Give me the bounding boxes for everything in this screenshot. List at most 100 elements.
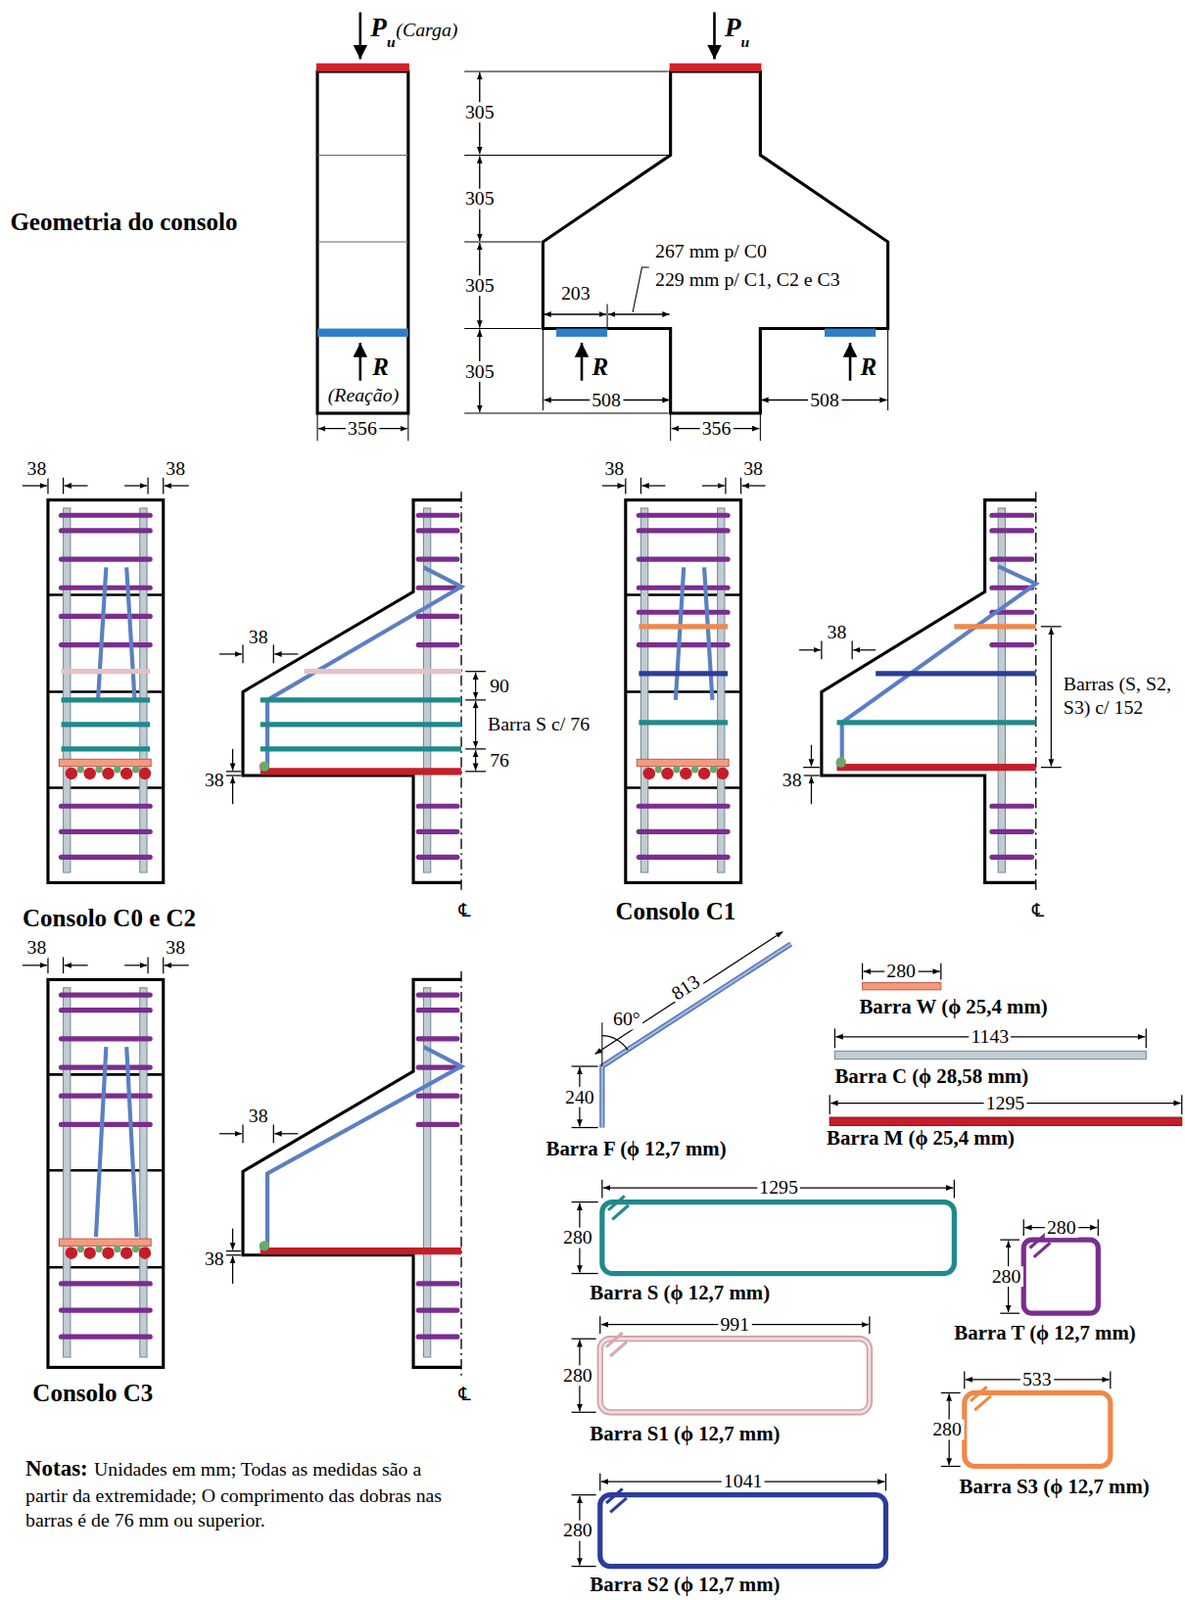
corbel-side-view-part <box>317 71 409 414</box>
cross-section-c1-part <box>675 567 713 700</box>
cross-section-c3-part-part <box>139 1246 152 1260</box>
load-symbol: P <box>724 13 742 44</box>
subscript: u <box>386 33 396 50</box>
cross-section-c1-part <box>640 508 648 873</box>
dimension-label: 203 <box>559 284 593 305</box>
cross-section-c0-part <box>61 700 151 750</box>
dimension-label: 38 <box>246 1106 271 1128</box>
bar-schedule-part-part <box>612 1205 629 1221</box>
bar-schedule-part-part <box>606 1488 623 1504</box>
cross-section-c3-part-part <box>132 1245 140 1253</box>
elevation-c0-part-part <box>465 770 486 772</box>
dimension-label: 305 <box>463 189 497 210</box>
bar-schedule-part-part <box>1034 1242 1051 1258</box>
cross-section-c1-part-part <box>638 527 728 533</box>
elevation-c3-part-part <box>219 1133 242 1135</box>
bar-schedule-part <box>601 1022 603 1067</box>
dimension-label: 38 <box>602 458 626 479</box>
bar-schedule-part-part <box>940 963 942 981</box>
bar-schedule-part-part <box>999 1239 1020 1241</box>
elevation-c3-part <box>423 988 430 1358</box>
elevation-c0-part-part <box>418 642 458 648</box>
cross-section-c3-part-part <box>83 1246 96 1260</box>
dimension-label: 38 <box>246 626 271 648</box>
cross-section-c0-part-part <box>65 767 79 781</box>
elevation-c0-part-part <box>260 721 462 727</box>
bar-schedule-part-part <box>970 1386 988 1402</box>
cross-section-c1-part-part <box>638 610 728 616</box>
cross-section-c0-part-part <box>62 477 64 495</box>
cross-section-c1-part-part <box>602 484 625 486</box>
elevation-c0-part-part <box>418 513 458 519</box>
elevation-c0-part <box>267 567 462 767</box>
bar-schedule-part <box>862 983 942 991</box>
elevation-c1-part <box>992 515 1033 857</box>
centerline-symbol: ℄ <box>458 1383 471 1405</box>
corbel-front-view-part-part <box>607 304 609 330</box>
cross-section-c1-part-part <box>624 477 626 495</box>
elevation-c0-part-part <box>474 750 476 771</box>
bar-label: Barra S2 (ϕ 12,7 mm) <box>589 1572 780 1596</box>
elevation-c1-part-part <box>803 766 820 768</box>
corbel-front-view-part-part <box>669 413 671 441</box>
corbel-front-view-part-part <box>632 267 650 313</box>
cross-section-c3-part-part <box>77 1245 85 1253</box>
bar-schedule-part <box>608 1195 629 1220</box>
elevation-c0-part-part <box>241 645 243 664</box>
elevation-c1-part <box>997 508 1005 873</box>
elevation-c1-part <box>799 626 1062 805</box>
cross-section-c1-part <box>636 758 729 766</box>
cross-section-c3-part-part <box>61 1307 151 1313</box>
cross-section-c0-part-part <box>64 484 89 486</box>
bar-schedule-part-part <box>1097 1219 1099 1236</box>
cross-section-c3-part-part <box>94 1245 102 1253</box>
bar-label: Barra S1 (ϕ 12,7 mm) <box>589 1422 780 1446</box>
dimension-label: 280 <box>561 1228 595 1249</box>
elevation-c1-part-part <box>1050 627 1052 767</box>
elevation-c1-part-part <box>799 649 821 651</box>
cross-section-c3-part <box>47 979 164 1368</box>
dimension-label: 38 <box>25 938 49 959</box>
bar-label: Barra S3 (ϕ 12,7 mm) <box>959 1474 1150 1498</box>
dimension-label: 76 <box>487 750 512 771</box>
elevation-c1-part <box>1035 491 1037 895</box>
cross-section-c1-part-part <box>710 765 717 773</box>
corbel-side-view <box>316 12 410 442</box>
elevation-c0-part-part <box>418 527 458 533</box>
dimension-label: 991 <box>717 1314 752 1335</box>
elevation-c1-part-part <box>992 527 1033 533</box>
dimension-label: Barra S c/ 76 <box>485 714 592 736</box>
cross-section-c3-part <box>95 1046 138 1237</box>
bar-schedule-part-part <box>1109 1372 1111 1390</box>
elevation-c0-part-part <box>232 749 234 771</box>
cross-section-c1-part-part <box>661 767 674 781</box>
dimension-label: 38 <box>163 458 188 479</box>
corbel-front-view-part <box>669 63 762 72</box>
cross-section-c0-part <box>61 668 151 674</box>
corbel-front-view <box>464 12 888 442</box>
cross-section-c0-part-part <box>124 484 147 486</box>
bar-label: Barra M (ϕ 25,4 mm) <box>826 1126 1015 1149</box>
load-symbol: P <box>370 13 387 44</box>
cross-section-c3-part-part <box>61 1280 151 1286</box>
dimension-label: 38 <box>163 938 188 959</box>
dimension-label: 280 <box>1044 1217 1079 1238</box>
elevation-c0-part-part <box>219 653 242 655</box>
bar-schedule-part-part <box>571 1065 599 1067</box>
dimension-label: 305 <box>463 101 497 123</box>
elevation-c1-part-part <box>820 640 822 660</box>
dimension-label: 1041 <box>721 1471 765 1493</box>
view-title: Consolo C3 <box>32 1379 153 1408</box>
reaction-symbol: R <box>591 353 609 381</box>
notes-block: Notas:Unidades em mm; Todas as medidas s… <box>25 1454 455 1534</box>
cross-section-c3-part-part <box>162 956 164 974</box>
cross-section-c1-part <box>638 515 728 857</box>
cross-section-c0-part-part <box>61 642 151 648</box>
cross-section-c3-part-part <box>61 992 151 997</box>
cross-section-c0-part-part <box>164 484 190 486</box>
cross-section-c1-part-part <box>638 804 728 809</box>
elevation-c3-part-part <box>418 1007 458 1013</box>
elevation-c0-part-part <box>418 585 458 591</box>
elevation-c0-part-part <box>418 804 458 809</box>
elevation-c0-part-part <box>260 697 462 703</box>
